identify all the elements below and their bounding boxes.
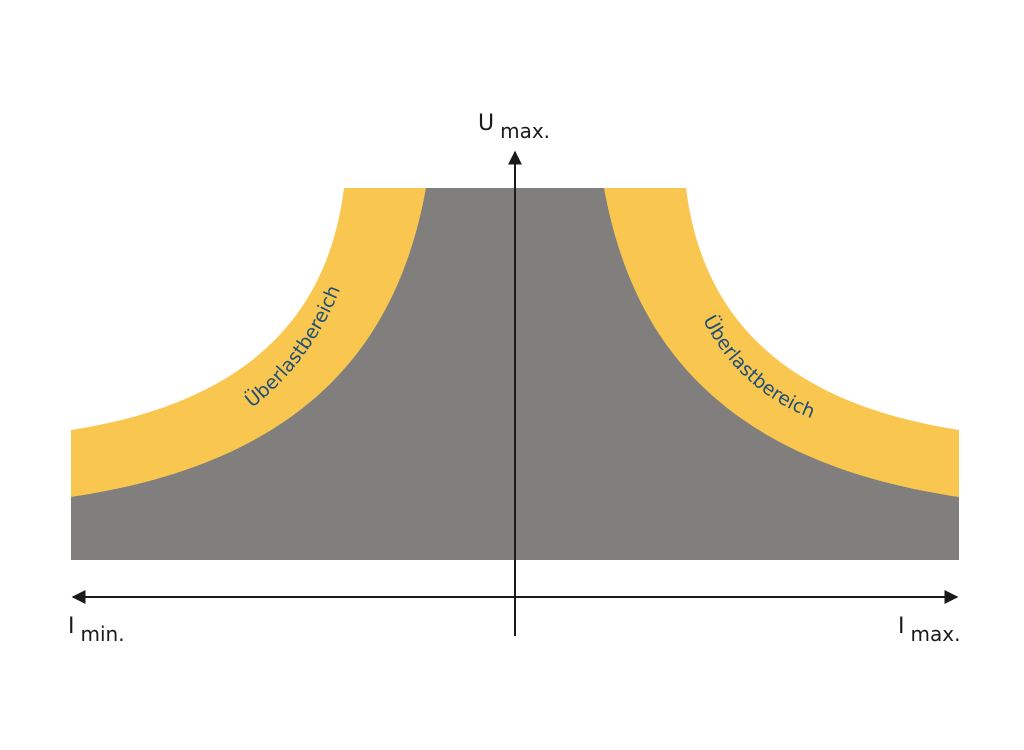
x-axis-label-left: Imin. [68, 614, 125, 646]
y-axis-label: Umax. [478, 111, 550, 143]
x-axis-label-right: Imax. [898, 614, 960, 646]
